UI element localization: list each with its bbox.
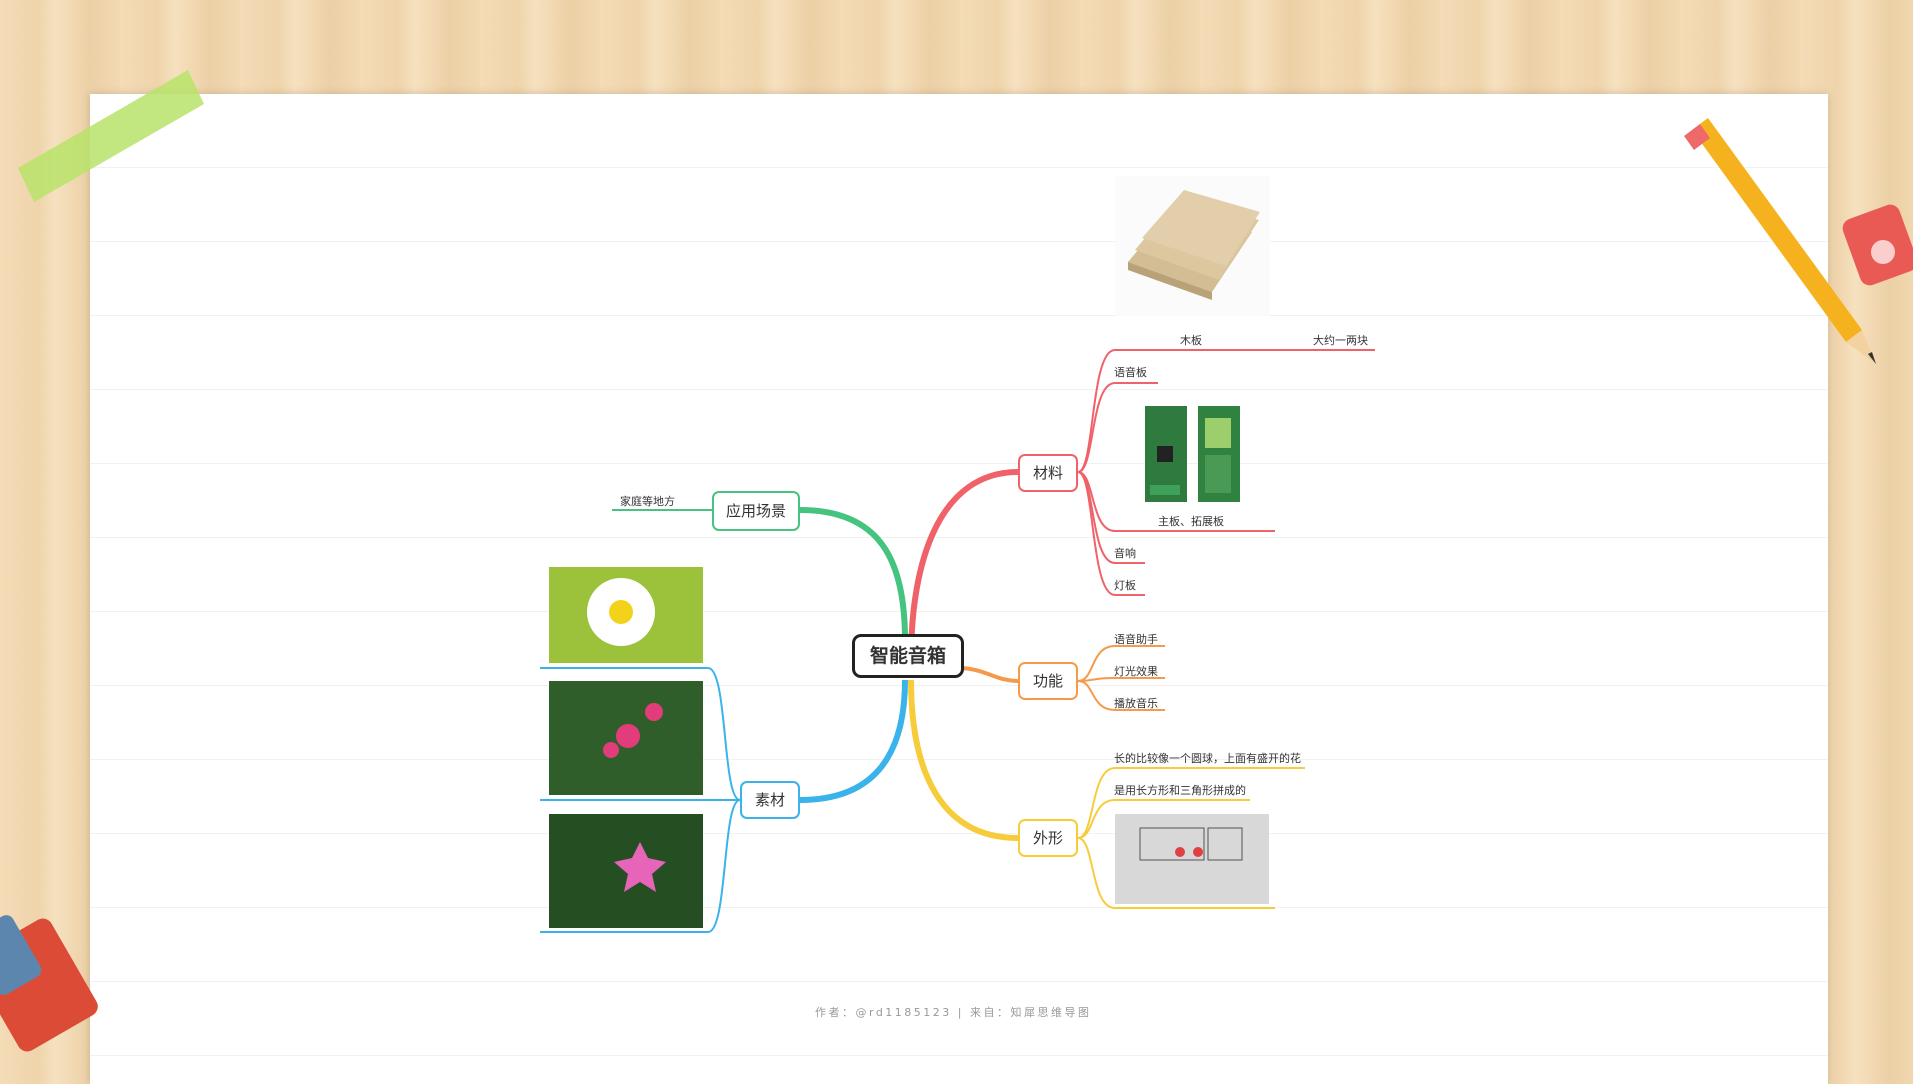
leaf-main-board[interactable]: 主板、拓展板 (1158, 515, 1224, 528)
leaf-play-music[interactable]: 播放音乐 (1114, 697, 1158, 710)
pink-flower-image (549, 681, 703, 795)
white-daisy-image (549, 567, 703, 663)
shape-sketch-image (1115, 814, 1269, 904)
branch-node-materials[interactable]: 材料 (1018, 454, 1078, 492)
leaf-shape-desc-2[interactable]: 是用长方形和三角形拼成的 (1114, 784, 1246, 797)
pencil-icon (1684, 118, 1876, 364)
central-node[interactable]: 智能音箱 (852, 634, 964, 678)
leaf-voice-board[interactable]: 语音板 (1114, 366, 1147, 379)
tape-decoration (18, 70, 204, 202)
branch-node-functions[interactable]: 功能 (1018, 662, 1078, 700)
branch-node-shape[interactable]: 外形 (1018, 819, 1078, 857)
leaf-wood[interactable]: 木板 (1180, 334, 1202, 347)
expansion-board-image (1198, 406, 1240, 502)
leaf-light-board[interactable]: 灯板 (1114, 579, 1136, 592)
eraser-icon (0, 915, 98, 1052)
pink-star-flower-image (549, 814, 703, 928)
main-board-image (1145, 406, 1187, 502)
branch-node-scenes[interactable]: 应用场景 (712, 491, 800, 531)
wood-board-image (1115, 176, 1270, 316)
paper-sheet (90, 94, 1828, 1084)
leaf-light-effect[interactable]: 灯光效果 (1114, 665, 1158, 678)
leaf-home[interactable]: 家庭等地方 (620, 495, 675, 508)
branch-node-assets[interactable]: 素材 (740, 781, 800, 819)
leaf-wood-amount[interactable]: 大约一两块 (1313, 334, 1368, 347)
sharpener-icon (1842, 204, 1913, 286)
footer-credit: 作者：@rd1185123 | 来自：知犀思维导图 (815, 1006, 1092, 1019)
leaf-shape-desc-1[interactable]: 长的比较像一个圆球，上面有盛开的花 (1114, 752, 1301, 765)
leaf-voice-assistant[interactable]: 语音助手 (1114, 633, 1158, 646)
leaf-speaker[interactable]: 音响 (1114, 547, 1136, 560)
